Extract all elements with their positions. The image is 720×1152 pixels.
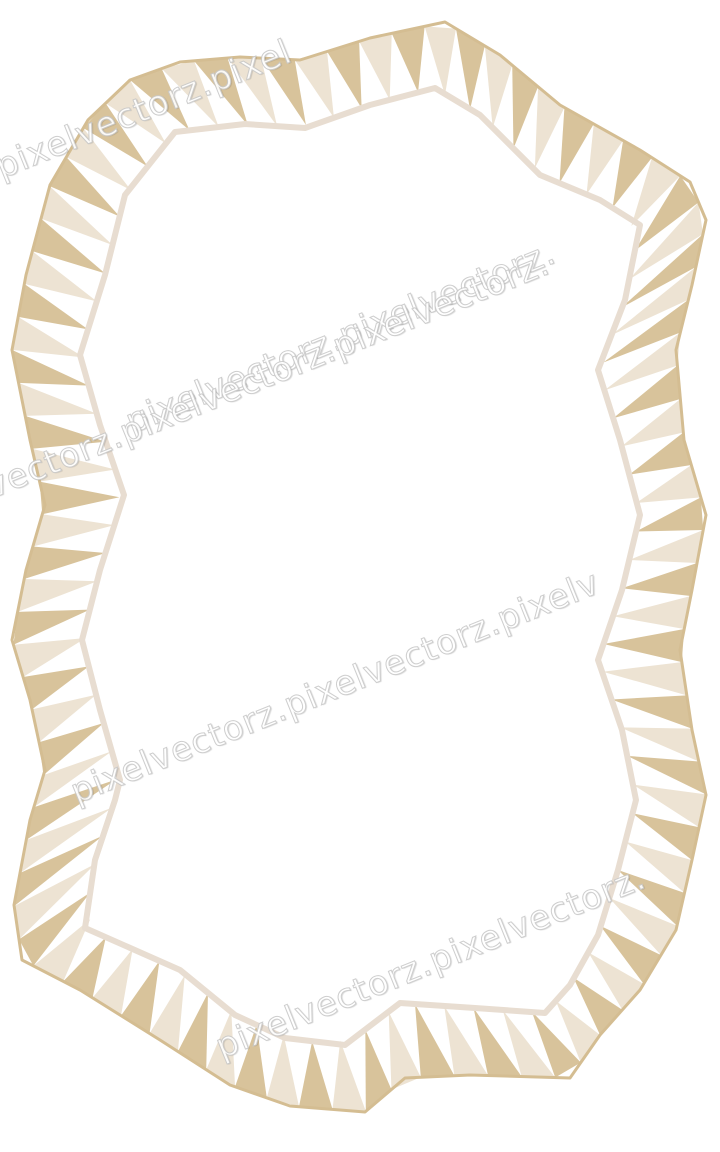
bunting-pennant <box>611 267 696 336</box>
bunting-pennant <box>149 975 185 1052</box>
bunting-pennant <box>20 807 113 874</box>
bunting-pennant <box>12 316 85 358</box>
bunting-pennant <box>484 45 513 128</box>
bunting-pennant <box>32 694 97 743</box>
bunting-pennant <box>424 26 456 96</box>
bunting-pennant <box>12 349 89 386</box>
bunting-pennant <box>33 919 91 982</box>
frame-outer-outline <box>10 20 708 1114</box>
bunting-pennant <box>602 662 687 696</box>
bunting-pennant <box>19 892 91 966</box>
bunting-pennant <box>636 497 704 532</box>
bunting-pennant <box>613 365 681 419</box>
bunting-pennant <box>32 448 116 482</box>
bunting-pennant <box>600 925 661 984</box>
bunting-pennant <box>49 157 120 217</box>
bunting-pennant <box>83 103 148 167</box>
bunting-pennant <box>611 695 692 729</box>
bunting-pennant <box>235 1024 267 1098</box>
bunting-pennant <box>620 727 699 762</box>
pennant-group <box>12 26 706 1112</box>
bunting-pennant <box>625 841 692 893</box>
bunting-pennant <box>13 637 86 678</box>
bunting-pennant <box>39 481 120 515</box>
bunting-pennant <box>617 869 685 926</box>
bunting-pennant <box>130 68 190 131</box>
bunting-pennant <box>194 58 248 126</box>
bunting-pennant <box>13 609 90 645</box>
bunting-pennant <box>555 1000 601 1063</box>
bunting-pennant <box>327 41 362 109</box>
bunting-pennant <box>299 1041 333 1110</box>
bunting-pennant <box>359 33 392 100</box>
bunting-pennant <box>177 992 208 1070</box>
frame-inner-line <box>77 85 643 1048</box>
bunting-pennant <box>621 234 703 308</box>
bunting-pennant <box>39 723 104 776</box>
bunting-pennant <box>32 514 115 547</box>
bunting-pennant <box>632 813 700 861</box>
bunting-pennant <box>14 863 96 940</box>
bunting-pennant <box>26 779 117 841</box>
bunting-pennant <box>161 60 219 128</box>
bunting-pennant <box>121 960 160 1034</box>
bunting-pennant <box>636 465 701 504</box>
bunting-pennant <box>25 415 106 449</box>
bunting-pennant <box>92 949 133 1016</box>
bunting-pennant <box>586 123 624 195</box>
bunting-pennant <box>14 835 104 907</box>
bunting-pennant <box>261 58 306 125</box>
bunting-pennant <box>24 251 97 302</box>
bunting-pennant <box>332 1040 366 1112</box>
bunting-pennant <box>24 546 106 579</box>
bunting-pennant <box>629 529 704 564</box>
bunting-pennant <box>473 1007 522 1077</box>
bunting-pennant <box>105 80 166 144</box>
bunting-pennant <box>621 563 698 597</box>
bunting-pennant <box>604 332 681 391</box>
bunting-pennant <box>632 784 706 828</box>
bunting-pennant <box>66 127 131 191</box>
bunting-pennant <box>18 382 97 416</box>
bunting-pennant <box>603 629 685 663</box>
bunting-pennant <box>629 432 692 475</box>
bunting-pennant <box>206 1010 236 1087</box>
bunting-pennant <box>502 1009 556 1078</box>
bunting-pennant <box>631 157 681 226</box>
bunting-pennant <box>559 107 594 184</box>
bunting-pennant <box>414 1003 455 1078</box>
bunting-pennant <box>294 51 334 118</box>
bunting-pennant <box>18 283 88 330</box>
bunting-pennant <box>629 202 703 280</box>
bunting-pennant <box>388 1011 421 1090</box>
bunting-pennant <box>32 218 106 274</box>
bunting-pennant <box>603 299 689 363</box>
bunting-pennant <box>63 937 106 998</box>
bunting-pennant <box>391 26 425 93</box>
bunting-pennant <box>613 596 691 630</box>
bunting-pennant <box>512 65 539 149</box>
bunting-pennant <box>612 140 652 208</box>
bunting-pennant <box>444 1005 489 1076</box>
bunting-pennant <box>634 175 699 251</box>
bunting-pennant <box>531 1011 581 1078</box>
bunting-pennant <box>41 186 113 245</box>
bunting-pennant <box>455 28 485 110</box>
bunting-pennant <box>588 952 644 1010</box>
bunting-pennant <box>17 578 98 612</box>
bunting-pennant <box>627 755 706 795</box>
bunting-pennant <box>534 86 565 169</box>
bunting-pennant <box>621 399 684 447</box>
bunting-pennant <box>609 897 677 956</box>
bunting-pennant <box>365 1029 392 1112</box>
bunting-pennant <box>266 1035 300 1107</box>
bunting-pennant <box>227 58 278 127</box>
bunting-pennant <box>33 751 112 808</box>
bunting-pennant <box>23 666 89 710</box>
bunting-pennant <box>573 977 623 1035</box>
